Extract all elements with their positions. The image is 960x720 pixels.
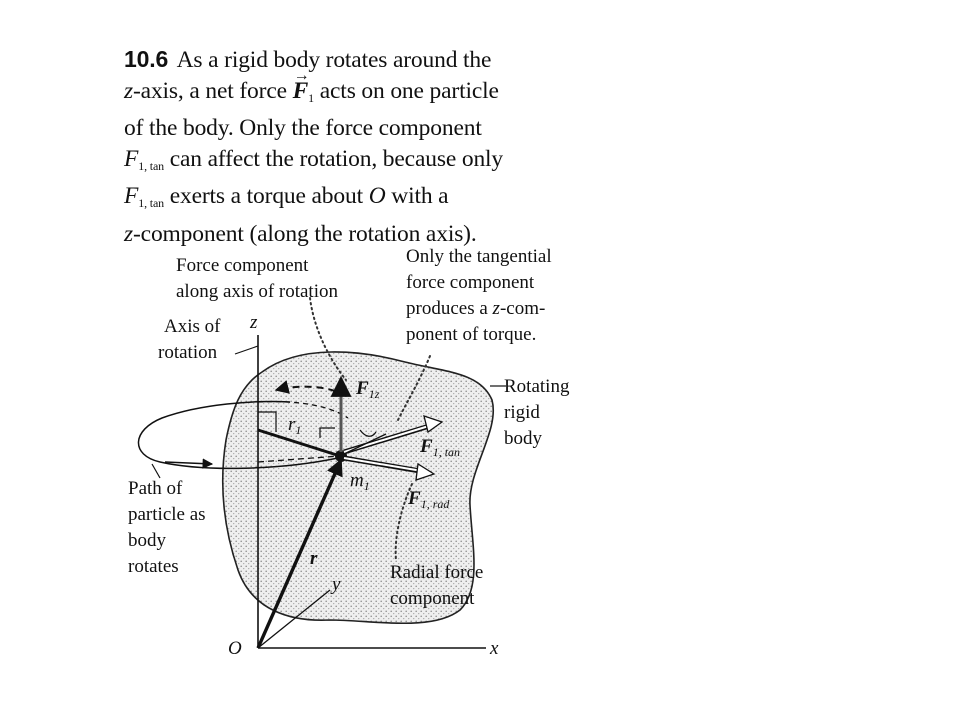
label-r1: r1 (288, 414, 301, 437)
label-only-tangential-2: force component (406, 272, 535, 293)
force-vector-symbol: F (293, 78, 309, 104)
net-force-f1 (343, 433, 387, 455)
label-path-1: Path of (128, 478, 183, 499)
leader-axis-rotation (234, 345, 259, 355)
label-force-component-axis-2: along axis of rotation (176, 281, 338, 302)
caption-line-4: F1, tan can affect the rotation, because… (124, 145, 504, 173)
leader-force-component-axis (309, 297, 347, 381)
label-only-tangential-4: ponent of torque. (406, 324, 536, 345)
label-only-tangential-1: Only the tangential (406, 246, 552, 267)
caption-line-3: of the body. Only the force component (124, 115, 482, 141)
particle-path-arrow (164, 458, 214, 469)
caption-line-6: z-component (along the rotation axis). (124, 220, 477, 247)
leader-tangential (397, 355, 431, 421)
y-axis-line (257, 589, 331, 649)
label-m1: m1 (350, 470, 370, 493)
label-axis-of-rotation-1: Axis of (164, 316, 221, 337)
label-x-axis: x (489, 638, 499, 659)
leader-path (151, 463, 161, 479)
label-path-4: rotates (128, 556, 179, 577)
label-only-tangential-3: produces a z-com- (406, 298, 545, 319)
particle-path-ellipse-back (257, 400, 349, 419)
label-z-axis: z (249, 312, 258, 333)
leader-radial (394, 483, 413, 561)
label-rotating-2: rigid (504, 402, 540, 423)
right-angle-mark-1 (258, 411, 277, 432)
caption-line-5: F1, tan exerts a torque about O with a (124, 183, 449, 210)
label-f1tan: F1, tan (419, 436, 460, 459)
label-f1rad: F1, rad (407, 488, 450, 511)
label-force-component-axis-1: Force component (176, 255, 309, 276)
label-f1z: F1z (355, 378, 380, 401)
position-vector-r (256, 458, 343, 649)
f1rad-arrowhead (415, 462, 436, 481)
f1rad-vector-inner (343, 457, 423, 472)
caption-line-1: 10.6 As a rigid body rotates around the (124, 46, 492, 73)
f1tan-arrowhead (423, 415, 444, 434)
torque-dashed-arrow (274, 380, 347, 397)
caption-line-2: z-axis, a net force F1 acts on one parti… (124, 76, 594, 114)
r1-radius-line (257, 428, 341, 458)
label-path-2: particle as (128, 504, 206, 525)
dashed-projection (257, 455, 341, 463)
label-axis-of-rotation-2: rotation (158, 342, 218, 363)
label-origin: O (228, 638, 242, 659)
figure-number: 10.6 (124, 46, 169, 72)
label-radial-1: Radial force (390, 562, 483, 583)
particle-path-ellipse (137, 400, 339, 470)
angle-arc (359, 429, 377, 437)
right-angle-mark-2 (319, 427, 335, 438)
label-rotating-3: body (504, 428, 543, 449)
label-r-vector: r (310, 548, 318, 569)
label-rotating-1: Rotating (504, 376, 570, 397)
figure-caption: 10.6 As a rigid body rotates around the … (124, 44, 594, 249)
label-y-axis: y (330, 574, 341, 595)
label-radial-2: component (390, 588, 475, 609)
label-path-3: body (128, 530, 167, 551)
